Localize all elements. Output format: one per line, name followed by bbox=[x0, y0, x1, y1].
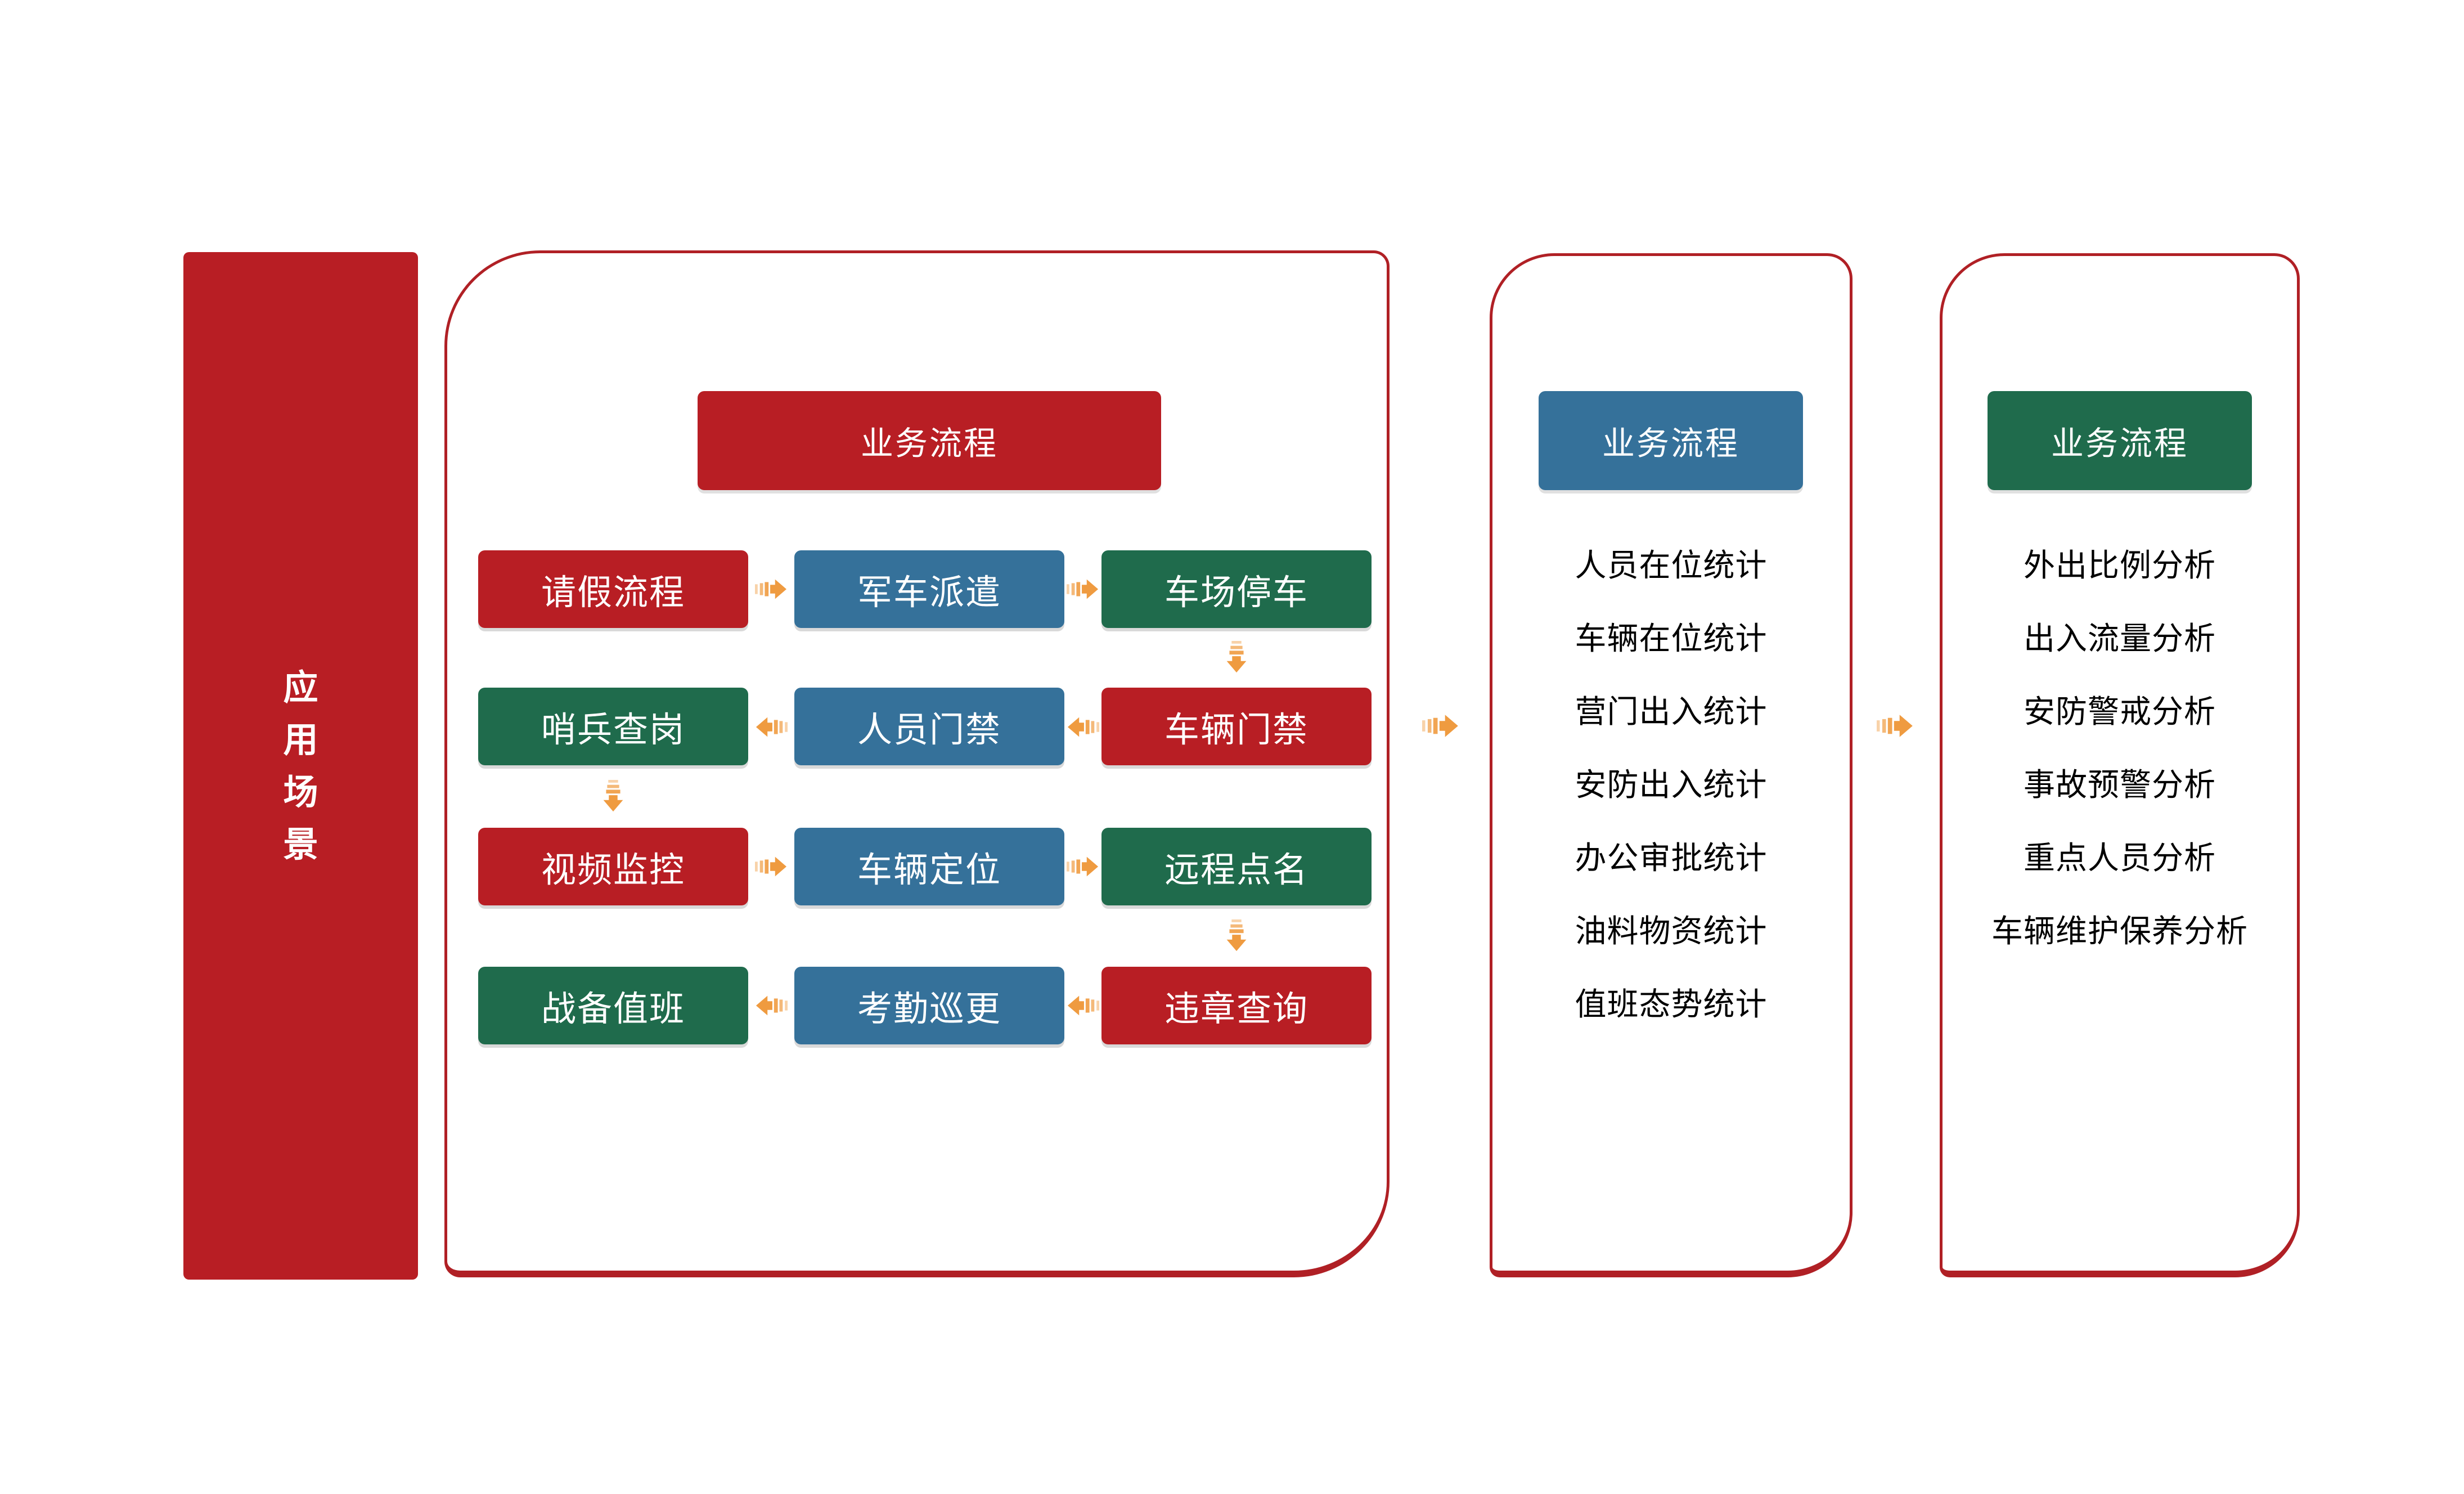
statistics-list-item: 车辆在位统计 bbox=[1575, 621, 1768, 657]
arrow-down-icon bbox=[600, 780, 626, 813]
analysis-list-item: 出入流量分析 bbox=[2024, 621, 2216, 657]
flow-step-label: 远程点名 bbox=[1164, 849, 1309, 890]
arrow-left-icon bbox=[755, 714, 788, 740]
arrow-left-icon bbox=[755, 993, 788, 1019]
flow-step-attendance-patrol: 考勤巡更 bbox=[794, 967, 1064, 1044]
statistics-panel-header: 业务流程 bbox=[1539, 391, 1803, 490]
flow-step-label: 请假流程 bbox=[541, 572, 685, 613]
flow-step-label: 车场停车 bbox=[1164, 572, 1309, 613]
flow-step-label: 战备值班 bbox=[541, 988, 685, 1029]
panel-connector-arrow-right-icon bbox=[1877, 711, 1914, 741]
flow-step-parking: 车场停车 bbox=[1101, 550, 1372, 628]
statistics-list-item: 值班态势统计 bbox=[1575, 986, 1768, 1023]
analysis-panel-header: 业务流程 bbox=[1988, 391, 2252, 490]
flow-step-military-vehicle-dispatch: 军车派遣 bbox=[794, 550, 1064, 628]
statistics-list-item: 人员在位统计 bbox=[1575, 548, 1768, 584]
arrow-right-icon bbox=[1067, 576, 1099, 602]
analysis-list-item: 安防警戒分析 bbox=[2024, 694, 2216, 730]
flow-step-video-surveillance: 视频监控 bbox=[478, 828, 748, 905]
flow-step-vehicle-positioning: 车辆定位 bbox=[794, 828, 1064, 905]
flow-step-sentry-check: 哨兵查岗 bbox=[478, 688, 748, 765]
analysis-panel-header-label: 业务流程 bbox=[2051, 424, 2188, 463]
application-scenario-bar: 应用场景 bbox=[183, 252, 418, 1280]
flow-step-label: 违章查询 bbox=[1164, 988, 1309, 1029]
analysis-list-item: 外出比例分析 bbox=[2024, 548, 2216, 584]
statistics-list-item: 办公审批统计 bbox=[1575, 840, 1768, 877]
analysis-list-item: 重点人员分析 bbox=[2024, 840, 2216, 877]
flow-step-combat-duty: 战备值班 bbox=[478, 967, 748, 1044]
flow-panel-header-label: 业务流程 bbox=[860, 424, 998, 463]
statistics-panel-header-label: 业务流程 bbox=[1602, 424, 1739, 463]
application-scenario-label: 应用场景 bbox=[283, 667, 318, 865]
flow-step-label: 考勤巡更 bbox=[857, 988, 1001, 1029]
flow-step-label: 视频监控 bbox=[541, 849, 685, 890]
statistics-list-item: 安防出入统计 bbox=[1575, 767, 1768, 804]
flow-step-remote-rollcall: 远程点名 bbox=[1101, 828, 1372, 905]
analysis-list-item: 事故预警分析 bbox=[2024, 767, 2216, 804]
panel-connector-arrow-right-icon bbox=[1422, 711, 1459, 741]
arrow-right-icon bbox=[1067, 854, 1099, 880]
flow-step-vehicle-access: 车辆门禁 bbox=[1101, 688, 1372, 765]
arrow-right-icon bbox=[755, 576, 788, 602]
arrow-right-icon bbox=[755, 854, 788, 880]
flow-step-label: 人员门禁 bbox=[857, 709, 1001, 750]
arrow-left-icon bbox=[1067, 714, 1099, 740]
flow-panel-header: 业务流程 bbox=[698, 391, 1161, 490]
analysis-list-item: 车辆维护保养分析 bbox=[1991, 913, 2248, 950]
arrow-left-icon bbox=[1067, 993, 1099, 1019]
arrow-down-icon bbox=[1224, 641, 1249, 674]
flow-step-label: 军车派遣 bbox=[857, 572, 1001, 613]
flow-step-personnel-access: 人员门禁 bbox=[794, 688, 1064, 765]
statistics-list-item: 营门出入统计 bbox=[1575, 694, 1768, 730]
flow-step-leave-process: 请假流程 bbox=[478, 550, 748, 628]
flow-step-label: 车辆定位 bbox=[857, 849, 1001, 890]
arrow-down-icon bbox=[1224, 919, 1249, 952]
statistics-list-item: 油料物资统计 bbox=[1575, 913, 1768, 950]
flow-step-violation-query: 违章查询 bbox=[1101, 967, 1372, 1044]
flow-step-label: 车辆门禁 bbox=[1164, 709, 1309, 750]
flow-step-label: 哨兵查岗 bbox=[541, 709, 685, 750]
